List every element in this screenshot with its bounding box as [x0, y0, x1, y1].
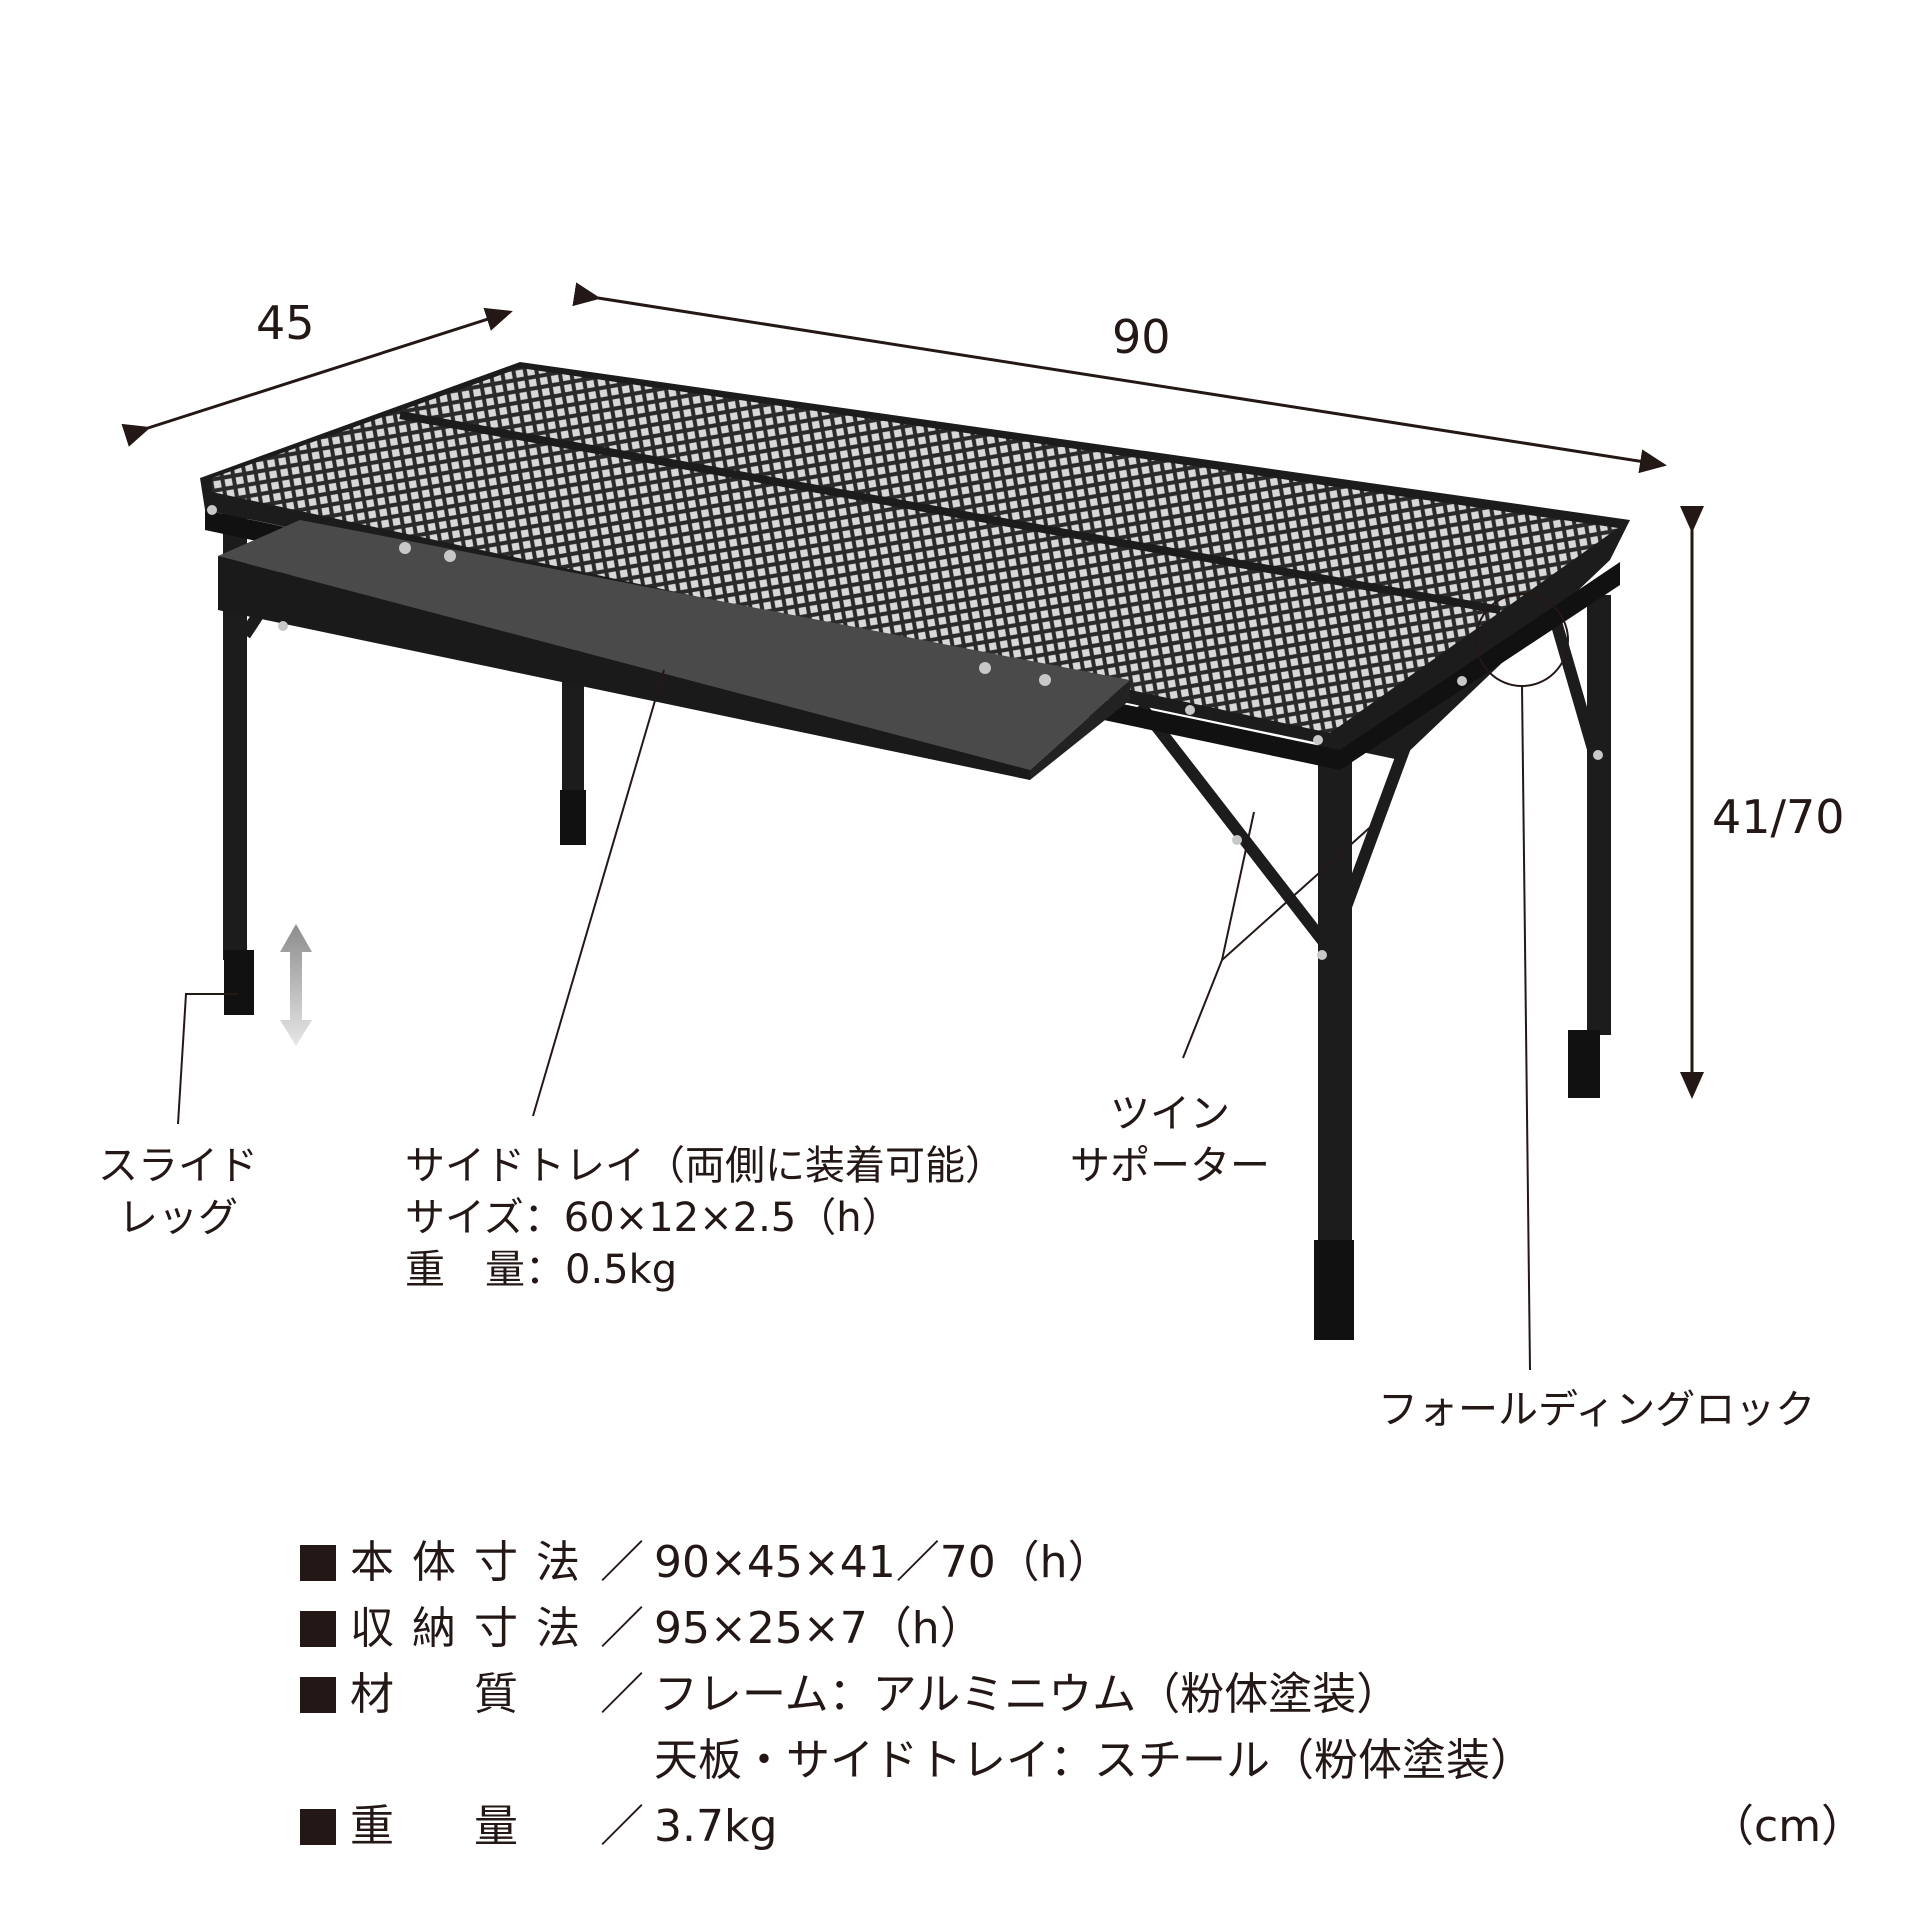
folding-lock-callout: フォールディングロック	[1378, 1387, 1816, 1433]
spec-list: 本体寸法 ／ 90×45×41／70（h） 収納寸法 ／ 95×25×7（h） …	[300, 1530, 1534, 1860]
height-dimension-label: 41/70	[1712, 790, 1845, 844]
spec-row: 天板・サイドトレイ：スチール（粉体塗装）	[300, 1728, 1534, 1794]
spec-value: 90×45×41／70（h）	[654, 1537, 1112, 1588]
spec-row: 収納寸法 ／ 95×25×7（h）	[300, 1596, 1534, 1662]
frame-rivets	[207, 505, 1603, 960]
bullet-square-icon	[300, 1677, 336, 1713]
spec-label: 材 質	[350, 1669, 536, 1720]
bullet-square-icon	[300, 1545, 336, 1581]
side-tray	[218, 520, 1130, 780]
spec-separator: ／	[600, 1603, 644, 1654]
callout-line: サイズ：60×12×2.5（h）	[405, 1195, 902, 1241]
callout-leader-lines	[177, 669, 1531, 1371]
depth-dimension-label: 45	[256, 296, 315, 350]
callout-line: レッグ	[118, 1195, 238, 1241]
callout-line: サポーター	[1070, 1143, 1270, 1189]
spec-label: 本体寸法	[350, 1537, 598, 1588]
bullet-square-icon	[300, 1611, 336, 1647]
spec-value: 95×25×7（h）	[654, 1603, 984, 1654]
side-tray-callout: サイドトレイ（両側に装着可能） サイズ：60×12×2.5（h） 重 量：0.5…	[405, 1140, 1005, 1296]
callout-line: ツイン	[1110, 1091, 1230, 1137]
spec-label: 重 量	[350, 1801, 536, 1852]
callout-line: 重 量：0.5kg	[405, 1247, 678, 1293]
slide-arrow-icon	[280, 924, 312, 1046]
mesh-tabletop	[200, 362, 1630, 770]
spec-row: 重 量 ／ 3.7kg	[300, 1794, 1534, 1860]
spec-value: 天板・サイドトレイ：スチール（粉体塗装）	[654, 1735, 1534, 1786]
spec-row: 材 質 ／ フレーム：アルミニウム（粉体塗装）	[300, 1662, 1534, 1728]
twin-supporter-callout: ツイン サポーター	[1060, 1088, 1280, 1192]
spec-label: 収納寸法	[350, 1603, 598, 1654]
spec-separator: ／	[600, 1537, 644, 1588]
unit-label: （cm）	[1710, 1801, 1866, 1852]
spec-value: フレーム：アルミニウム（粉体塗装）	[654, 1669, 1401, 1720]
slide-leg-callout: スライド レッグ	[98, 1140, 258, 1244]
spec-separator: ／	[600, 1801, 644, 1852]
spec-value: 3.7kg	[654, 1801, 778, 1852]
dimension-arrows	[121, 282, 1704, 1099]
callout-line: スライド	[98, 1143, 258, 1189]
spec-separator: ／	[600, 1669, 644, 1720]
callout-line: サイドトレイ（両側に装着可能）	[405, 1143, 1005, 1189]
width-dimension-label: 90	[1112, 310, 1171, 364]
bullet-square-icon	[300, 1809, 336, 1845]
spec-row: 本体寸法 ／ 90×45×41／70（h）	[300, 1530, 1534, 1596]
